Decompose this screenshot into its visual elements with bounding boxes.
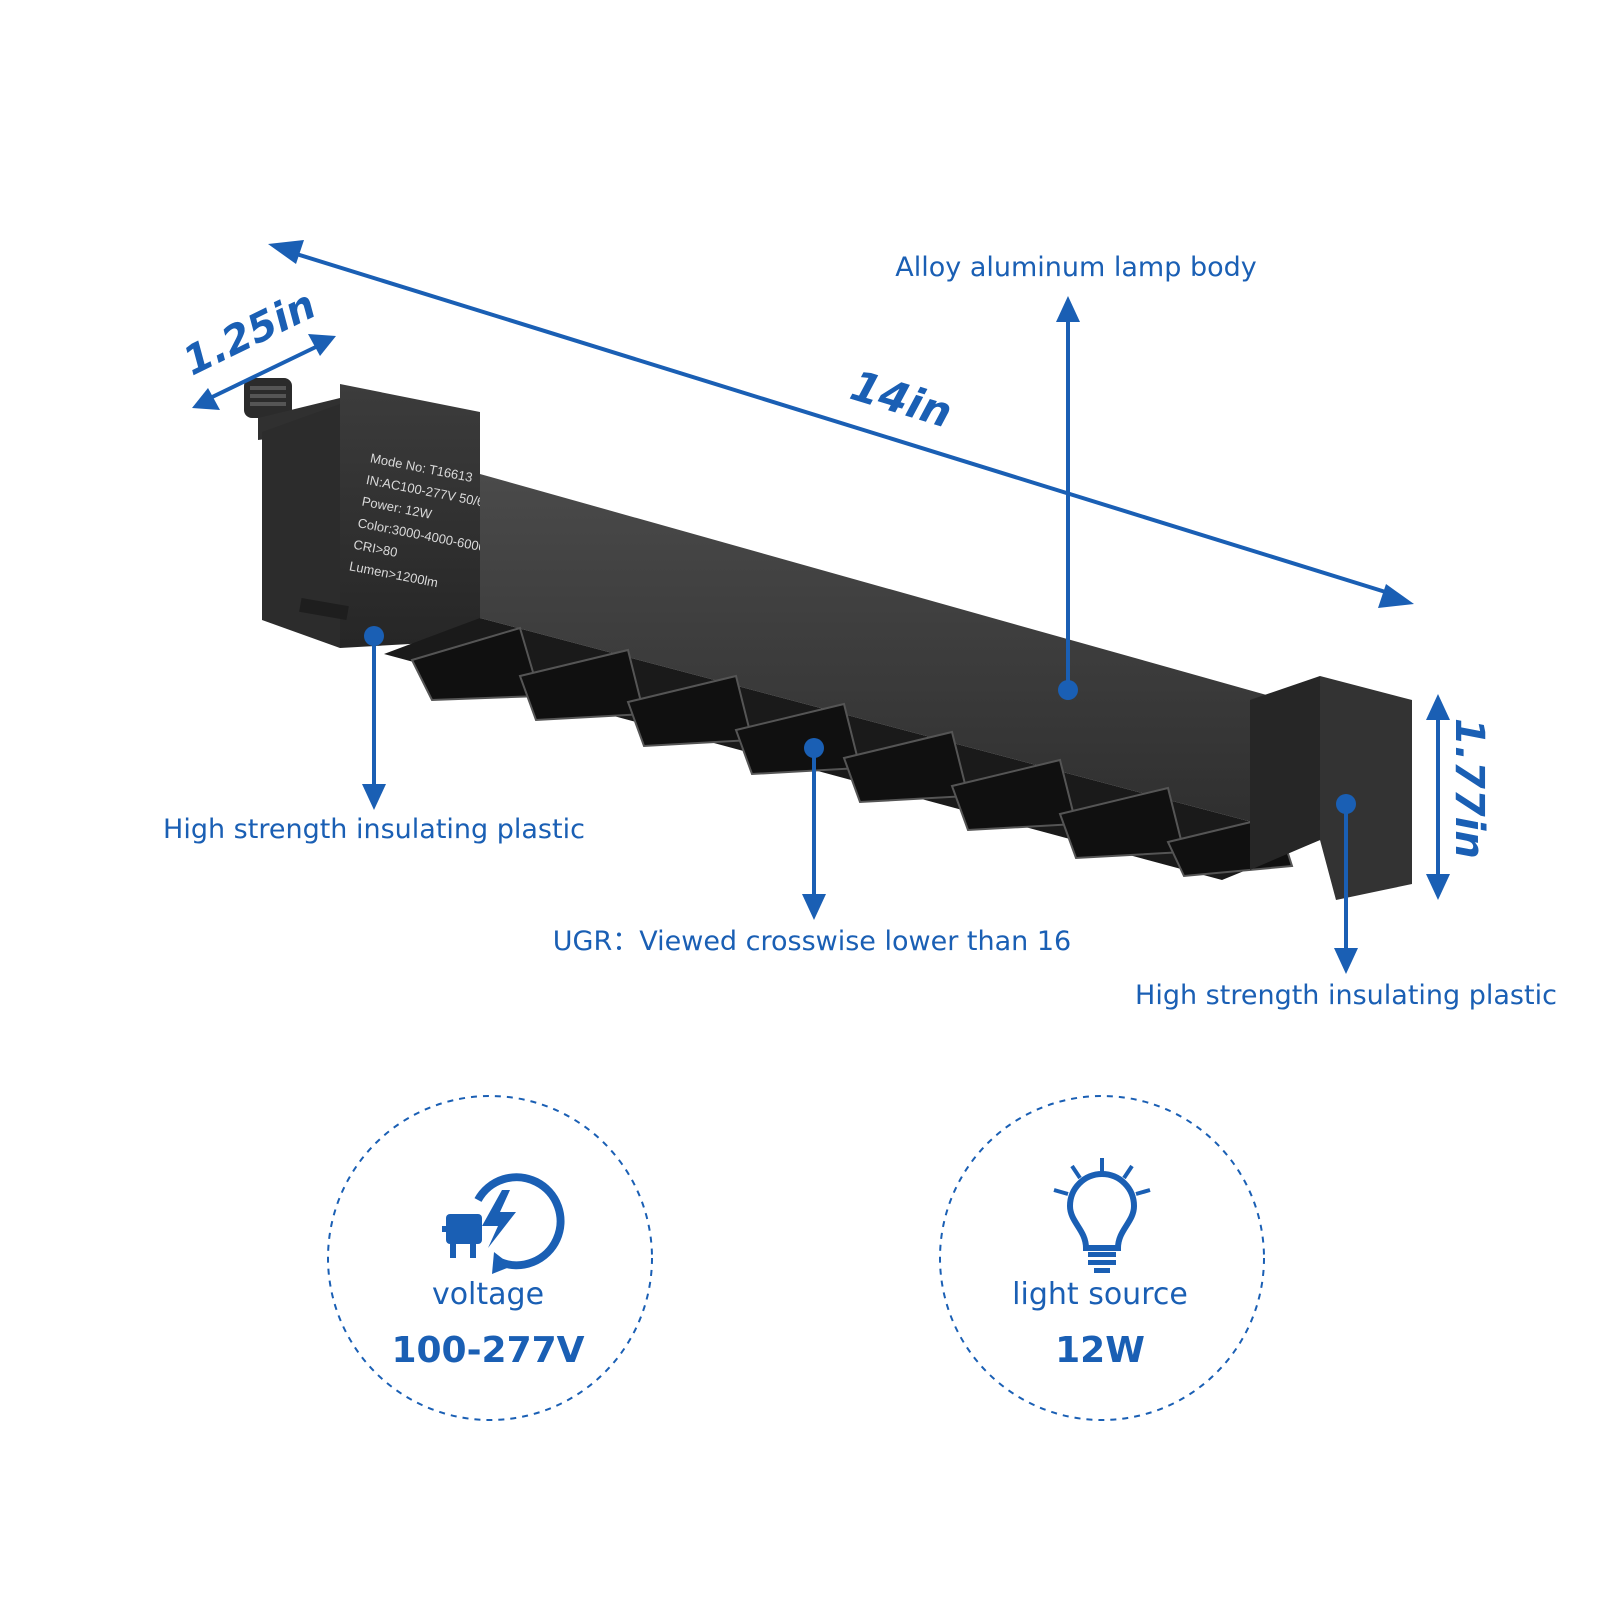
- right-end-cap-front: [1320, 676, 1412, 900]
- plug-lightning-icon: [442, 1173, 565, 1274]
- track-light-fixture: Mode No: T16613 IN:AC100-277V 50/60Hz Po…: [244, 378, 1412, 900]
- spec-light-source-label: light source: [1012, 1277, 1188, 1312]
- lamp-body-front: [480, 474, 1320, 840]
- spec-voltage: voltage 100-277V: [327, 1095, 653, 1421]
- callout-right-plastic-text: High strength insulating plastic: [1135, 980, 1557, 1011]
- spec-light-source-value: 12W: [1055, 1330, 1145, 1371]
- spec-voltage-value: 100-277V: [391, 1330, 584, 1371]
- reflector-cells: [410, 626, 1294, 878]
- driver-box-front: [340, 384, 480, 648]
- height-label: 1.77in: [1446, 718, 1492, 859]
- spec-light-source: light source 12W: [939, 1095, 1265, 1421]
- light-bulb-icon: [1053, 1158, 1151, 1273]
- callout-lamp-body: Alloy aluminum lamp body: [895, 252, 1257, 700]
- spec-voltage-label: voltage: [432, 1277, 544, 1312]
- callout-right-plastic: High strength insulating plastic: [1135, 794, 1557, 1011]
- callout-ugr: UGR：Viewed crosswise lower than 16: [553, 738, 1071, 957]
- callout-left-plastic: High strength insulating plastic: [163, 626, 585, 845]
- callout-left-plastic-text: High strength insulating plastic: [163, 814, 585, 845]
- callout-ugr-text: UGR：Viewed crosswise lower than 16: [553, 926, 1071, 957]
- right-end-cap-side: [1250, 676, 1320, 870]
- length-label: 14in: [845, 361, 958, 438]
- driver-box-side: [262, 404, 340, 648]
- callout-body-text: Alloy aluminum lamp body: [895, 252, 1256, 283]
- connector-slot: [299, 597, 349, 621]
- height-dimension: 1.77in: [1426, 694, 1492, 900]
- width-label: 1.25in: [176, 282, 323, 385]
